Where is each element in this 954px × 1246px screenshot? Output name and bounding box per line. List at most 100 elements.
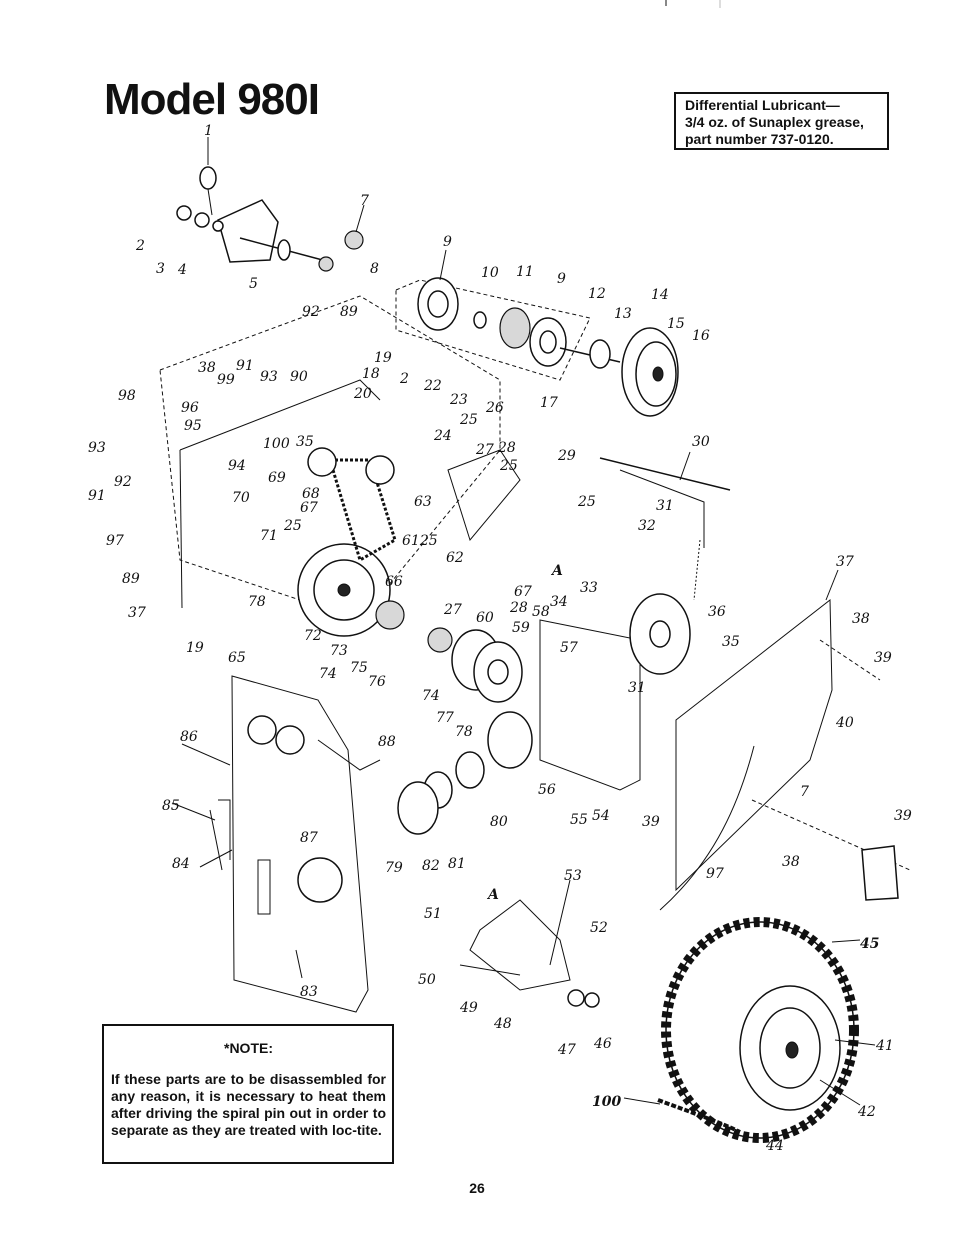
- part-label: 68: [302, 486, 320, 502]
- part-label: 98: [118, 388, 136, 404]
- part-label: 58: [532, 604, 550, 620]
- part-label: 26: [485, 400, 504, 416]
- part-label: 94: [228, 458, 246, 474]
- right-bracket-plate: [447, 449, 731, 791]
- part-label: 55: [570, 812, 588, 828]
- part-label: 77: [436, 710, 454, 726]
- part-label: 38: [852, 611, 870, 627]
- part-label: 2: [399, 371, 409, 387]
- page-title: Model 980I: [104, 75, 320, 124]
- part-label: 52: [590, 920, 608, 936]
- part-label: 97: [706, 866, 724, 882]
- note-body: If these parts are to be disassembled fo…: [111, 1071, 386, 1138]
- part-label: 96: [181, 400, 199, 416]
- part-label: 91: [236, 358, 254, 374]
- part-label: 35: [296, 434, 314, 450]
- part-label: 62: [446, 550, 464, 566]
- part-label: 66: [385, 574, 403, 590]
- part-label: 1: [204, 123, 213, 139]
- part-label: 15: [667, 316, 685, 332]
- part-label: 33: [580, 580, 598, 596]
- part-label: 25: [283, 518, 302, 534]
- part-label: 7: [360, 193, 369, 209]
- part-label: 92: [114, 474, 132, 490]
- part-label: 12: [588, 286, 606, 302]
- part-label: 20: [353, 386, 372, 402]
- wheel-tire-assembly: [657, 917, 859, 1143]
- part-label: 19: [186, 640, 204, 656]
- top-bracket-assembly: [176, 166, 364, 272]
- part-label: 45: [860, 936, 879, 952]
- part-label: 70: [232, 490, 250, 506]
- part-label: 76: [368, 674, 386, 690]
- note-box: *NOTE: If these parts are to be disassem…: [102, 1024, 394, 1164]
- part-label: 11: [516, 264, 534, 280]
- part-label: 91: [88, 488, 106, 504]
- part-label: 24: [433, 428, 452, 444]
- part-label: 81: [448, 856, 466, 872]
- part-label: 36: [708, 604, 726, 620]
- part-label: 90: [290, 369, 308, 385]
- part-label: 42: [857, 1104, 876, 1120]
- part-label: 85: [162, 798, 180, 814]
- part-label: 97: [106, 533, 124, 549]
- part-label: 79: [385, 860, 403, 876]
- part-label: 48: [493, 1016, 512, 1032]
- part-label: 78: [248, 594, 266, 610]
- part-label: 80: [490, 814, 508, 830]
- part-label: 74: [422, 688, 440, 704]
- part-label: 31: [656, 498, 674, 514]
- part-label: 51: [424, 906, 442, 922]
- part-label: 37: [836, 554, 854, 570]
- part-label: 18: [362, 366, 380, 382]
- part-label: 82: [422, 858, 440, 874]
- part-label: 74: [319, 666, 337, 682]
- part-label: 39: [642, 814, 660, 830]
- part-label: 35: [722, 634, 740, 650]
- part-label: 4: [177, 262, 187, 278]
- part-label: 44: [765, 1138, 784, 1154]
- callout-a-frame: A: [550, 563, 563, 579]
- part-label: 88: [378, 734, 396, 750]
- part-label: 92: [302, 304, 320, 320]
- differential-assembly: [397, 629, 533, 835]
- part-label: 50: [418, 972, 436, 988]
- part-label: 30: [692, 434, 710, 450]
- part-label: 22: [423, 378, 442, 394]
- part-label: 13: [614, 306, 632, 322]
- part-label: 73: [330, 643, 348, 659]
- part-label: 32: [638, 518, 656, 534]
- part-label: 89: [122, 571, 140, 587]
- lubricant-line-3: part number 737-0120.: [685, 131, 834, 147]
- part-label: 37: [128, 605, 146, 621]
- part-label: 72: [304, 628, 322, 644]
- part-label: 67: [300, 500, 318, 516]
- leader-lines: [171, 137, 876, 1106]
- right-side-frame: [659, 598, 911, 911]
- pulley-axle-assembly: [395, 277, 679, 417]
- part-label: 10: [481, 265, 499, 281]
- part-label: 41: [875, 1038, 894, 1054]
- part-label: 87: [300, 830, 318, 846]
- part-label: 69: [268, 470, 286, 486]
- part-label: 31: [628, 680, 646, 696]
- part-label: 5: [249, 276, 258, 292]
- part-label: 9: [557, 271, 566, 287]
- part-label: 6125: [402, 533, 438, 549]
- part-label: 28: [509, 600, 528, 616]
- part-label: 83: [300, 984, 318, 1000]
- part-label: 25: [499, 458, 518, 474]
- part-label: 25: [577, 494, 596, 510]
- part-label: 16: [692, 328, 710, 344]
- part-label: 39: [874, 650, 892, 666]
- part-label: 27: [443, 602, 462, 618]
- part-label: 95: [184, 418, 202, 434]
- part-label: 14: [651, 287, 669, 303]
- part-label: 56: [538, 782, 556, 798]
- lubricant-line-1: Differential Lubricant—: [685, 97, 840, 113]
- part-label: 47: [557, 1042, 576, 1058]
- part-label: 65: [228, 650, 246, 666]
- part-label: 54: [592, 808, 610, 824]
- part-label: 34: [550, 594, 568, 610]
- chain-sprocket-assembly: [297, 447, 453, 653]
